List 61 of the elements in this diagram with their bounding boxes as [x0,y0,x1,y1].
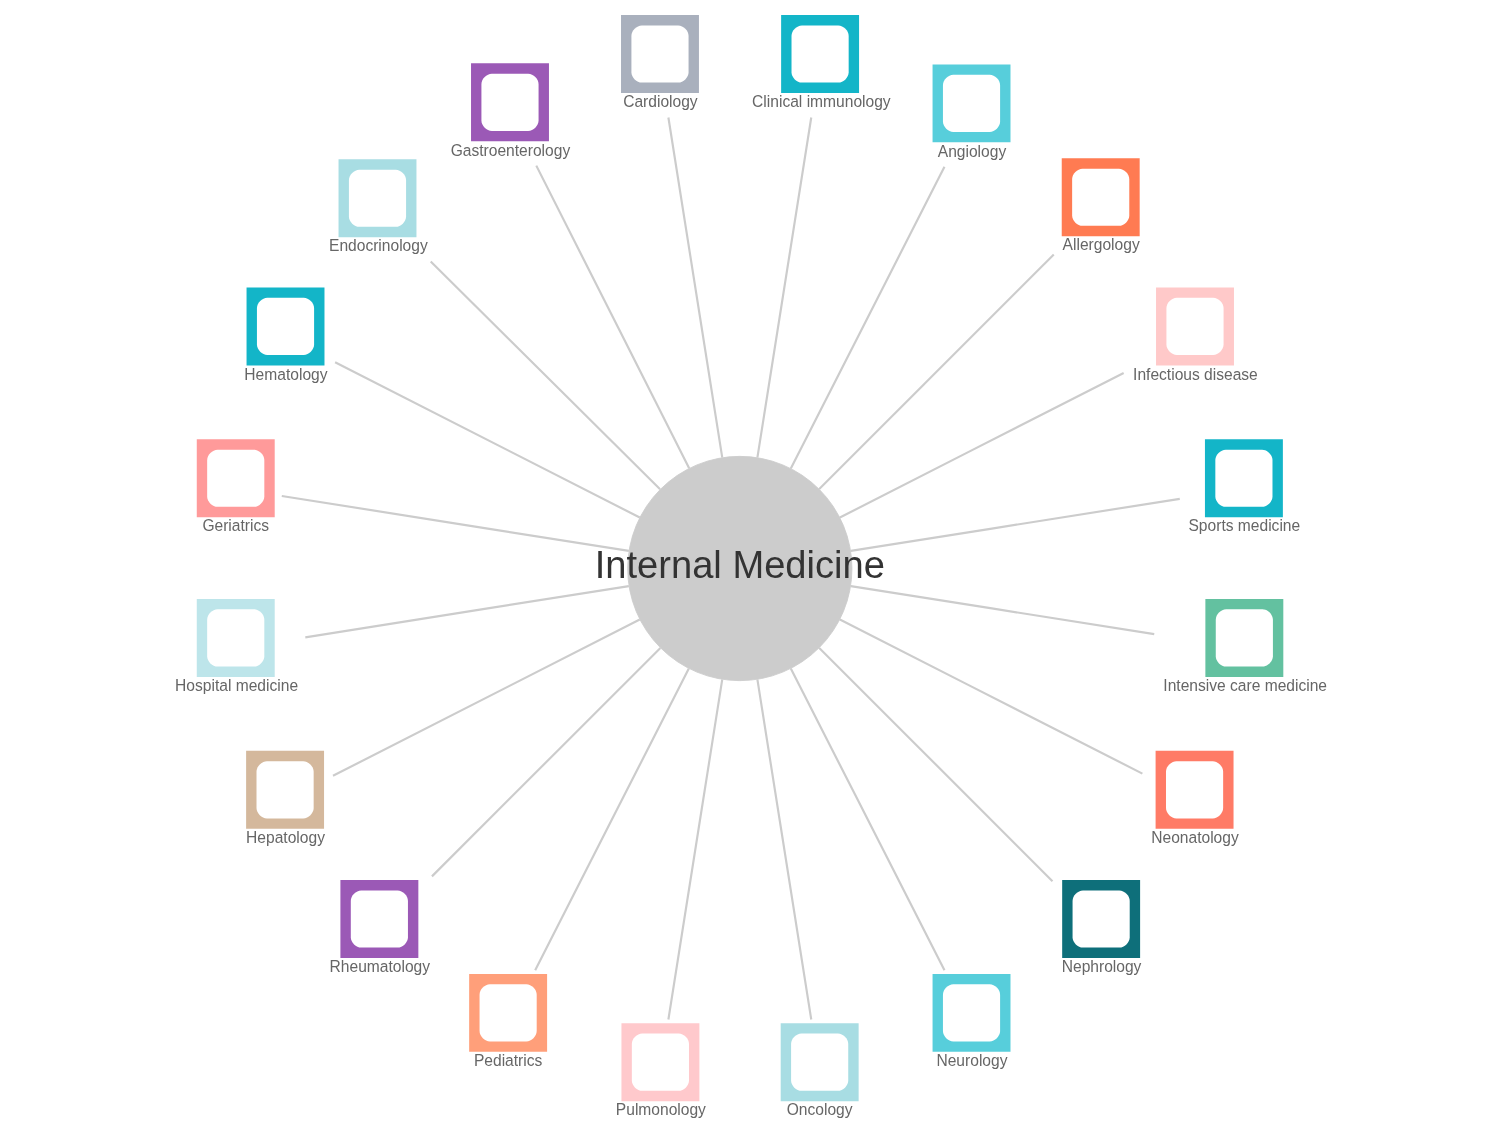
node-box [1062,880,1141,958]
node-label: Allergology [1062,236,1140,254]
node-box [932,973,1011,1052]
node-label: Hospital medicine [175,677,299,695]
connector [839,618,1143,775]
node-box [1061,158,1140,237]
node-box [196,439,275,518]
node-label: Oncology [786,1101,853,1119]
node-label: Endocrinology [329,237,428,255]
node-label: Infectious disease [1133,365,1258,383]
node-box [932,64,1011,143]
node-label: Sports medicine [1188,517,1301,535]
node-label: Gastroenterology [450,141,571,159]
node-box [621,15,699,93]
connector [667,117,724,458]
connector [534,668,690,971]
node-box [469,973,548,1052]
connector [789,166,946,469]
node-box [1156,287,1234,366]
node-label: Neurology [936,1052,1008,1070]
node-label: Rheumatology [329,958,431,976]
node-box [246,287,325,366]
connector [281,494,630,552]
node-box [1205,599,1284,677]
node-box [340,880,419,958]
connector [850,585,1155,636]
connector [839,371,1125,519]
connector [334,361,641,519]
node-box [246,750,325,829]
connector [818,253,1055,490]
node-box [781,15,860,93]
node-label: Pulmonology [615,1101,706,1119]
node-label: Neonatology [1151,828,1239,846]
node-label: Hematology [244,365,328,383]
node-box [1155,750,1234,829]
node-box [1204,439,1283,518]
connector [850,497,1180,552]
connector [818,647,1054,882]
node-box [471,63,549,142]
node-box [338,159,417,238]
node-label: Internal Medicine [594,544,885,587]
node-label: Pediatrics [473,1052,543,1070]
connector [756,679,813,1020]
connector [332,618,641,777]
node-label: Intensive care medicine [1163,677,1328,695]
connector [789,668,946,971]
connector [431,647,662,878]
node-box [196,599,275,677]
connector [429,260,661,491]
node-label: Hepatology [246,828,325,846]
node-box [780,1023,859,1102]
connector [305,585,630,639]
connector [756,117,813,458]
node-label: Cardiology [623,93,698,111]
node-label: Nephrology [1061,958,1142,976]
node-label: Clinical immunology [752,93,891,111]
node-box [621,1023,700,1102]
node-label: Geriatrics [202,517,270,535]
connector [667,679,724,1020]
node-label: Angiology [937,142,1007,160]
connector [535,165,691,469]
